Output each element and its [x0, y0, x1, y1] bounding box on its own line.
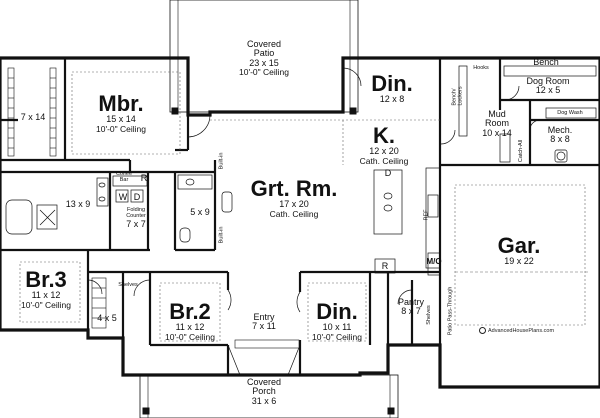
room-pantry: Pantry 8 x 7	[397, 297, 425, 317]
room-br3-dims: 11 x 12	[31, 290, 61, 301]
room-gar-dims: 19 x 22	[504, 256, 534, 267]
label-shelves-pantry: Shelves	[425, 305, 432, 325]
room-mbr-closet-dims: 7 x 14	[20, 112, 46, 122]
room-folding: Folding Counter 7 x 7	[126, 207, 146, 229]
room-dog: Dog Room 12 x 5	[526, 76, 570, 96]
room-br2: Br.2 11 x 12 10'-0" Ceiling	[165, 300, 215, 341]
room-din-front-ceiling: 10'-0" Ceiling	[312, 331, 362, 342]
closet-rods	[7, 67, 107, 329]
room-mech: Mech. 8 x 8	[547, 125, 573, 145]
label-washer: W	[118, 192, 128, 202]
room-gar-name: Gar.	[497, 233, 541, 258]
room-entry-name: Entry	[253, 312, 275, 322]
room-din-top-dims: 12 x 8	[379, 94, 405, 105]
room-br3-closet: 4 x 5	[97, 313, 117, 323]
room-mbr: Mbr. 15 x 14 10'-0" Ceiling	[96, 92, 146, 133]
label-fridge: REF	[423, 209, 430, 221]
room-entry: Entry 7 x 11	[252, 312, 276, 332]
room-kitchen-dims: 12 x 20	[369, 146, 399, 157]
room-mbr-name: Mbr.	[98, 91, 144, 116]
label-dryer: D	[133, 192, 141, 202]
copyright-icon	[479, 327, 486, 334]
label-patio-pass: Patio Pass-Through	[447, 286, 454, 336]
room-grt-ceiling: Cath. Ceiling	[269, 208, 319, 219]
room-grt-dims: 17 x 20	[279, 199, 309, 210]
label-mo: M/O	[426, 257, 442, 266]
room-din-front-name: Din.	[316, 299, 358, 324]
room-mud: Mud Room 10 x 14	[482, 109, 512, 138]
room-br2-ceiling: 10'-0" Ceiling	[165, 331, 215, 342]
room-folding-name: Folding Counter	[126, 207, 146, 219]
room-br3-closet-dims: 4 x 5	[97, 313, 117, 323]
label-hooks: Hooks	[473, 65, 489, 71]
room-mud-name: Mud Room	[484, 109, 509, 129]
room-porch-dims: 31 x 6	[251, 395, 277, 406]
room-din-top-name: Din.	[371, 71, 413, 96]
label-bench-lockers: Bench/ Lockers	[451, 86, 464, 106]
room-mbr-ceiling: 10'-0" Ceiling	[96, 123, 146, 134]
room-kitchen: K. 12 x 20 Cath. Ceiling	[360, 124, 409, 165]
credit-text: AdvancedHousePlans.com	[479, 327, 554, 334]
room-patio-name: Covered Patio	[246, 39, 282, 59]
room-grt: Grt. Rm. 17 x 20 Cath. Ceiling	[251, 177, 338, 218]
porch-outline	[139, 339, 399, 418]
bath-fixtures	[5, 174, 233, 243]
room-patio-dims: 23 x 15	[249, 57, 279, 68]
room-patio: Covered Patio 23 x 15 10'-0" Ceiling	[239, 39, 289, 78]
label-shelves-br3: Shelves	[118, 282, 138, 288]
room-kitchen-name: K.	[372, 123, 395, 148]
room-grt-name: Grt. Rm.	[250, 176, 338, 201]
dashed-ceiling-lines	[19, 71, 586, 342]
label-built-in-top: Built-in	[218, 152, 225, 170]
label-built-in-bottom: Built-in	[218, 226, 225, 244]
room-dog-name: Dog Room	[526, 76, 570, 86]
room-din-front-dims: 10 x 11	[322, 322, 352, 333]
room-pantry-dims: 8 x 7	[401, 306, 421, 317]
label-dishwasher: D	[384, 168, 392, 178]
room-mud-dims: 10 x 14	[482, 127, 512, 138]
room-br3-ceiling: 10'-0" Ceiling	[21, 299, 71, 310]
room-mbr-dims: 15 x 14	[106, 114, 136, 125]
room-mbr-closet: 7 x 14	[20, 112, 46, 122]
room-br3-name: Br.3	[25, 267, 67, 292]
label-catch-all: Catch-All	[518, 139, 525, 163]
room-porch-name: Covered Porch	[246, 377, 282, 397]
label-coffee-bar: Coffee Bar	[115, 171, 133, 183]
interior-walls	[0, 58, 600, 375]
room-dog-dims: 12 x 5	[535, 85, 561, 96]
label-dog-wash: Dog Wash	[557, 110, 583, 116]
room-entry-dims: 7 x 11	[252, 321, 276, 332]
label-bench: Bench	[533, 57, 559, 67]
room-mech-name: Mech.	[547, 125, 573, 135]
label-range-bath: R	[140, 173, 148, 183]
room-din-front: Din. 10 x 11 10'-0" Ceiling	[312, 300, 362, 341]
room-din-top: Din. 12 x 8	[371, 72, 413, 105]
room-wc: 5 x 9	[190, 207, 210, 217]
door-swings	[87, 67, 541, 376]
room-mech-dims: 8 x 8	[550, 134, 570, 145]
room-patio-ceiling: 10'-0" Ceiling	[239, 67, 289, 78]
credit-label: AdvancedHousePlans.com	[488, 327, 555, 334]
room-bath-dims: 13 x 9	[65, 199, 91, 209]
label-range-kitchen: R	[381, 261, 389, 271]
room-pantry-name: Pantry	[397, 297, 425, 307]
room-kitchen-ceiling: Cath. Ceiling	[359, 155, 409, 166]
room-br2-name: Br.2	[169, 299, 211, 324]
room-br2-dims: 11 x 12	[175, 322, 205, 333]
room-porch: Covered Porch 31 x 6	[246, 377, 282, 406]
room-gar: Gar. 19 x 22	[498, 234, 541, 267]
room-folding-dims: 7 x 7	[126, 218, 146, 229]
room-br3: Br.3 11 x 12 10'-0" Ceiling	[21, 268, 71, 309]
kitchen-fixtures	[373, 65, 597, 276]
room-wc-dims: 5 x 9	[190, 207, 210, 217]
room-bath: 13 x 9	[65, 199, 91, 209]
